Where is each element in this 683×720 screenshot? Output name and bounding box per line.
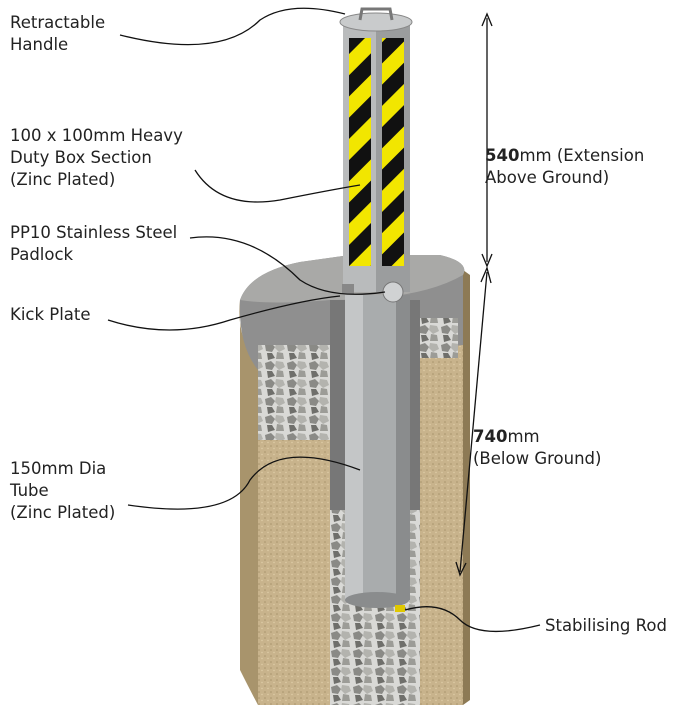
- label-line: (Zinc Plated): [10, 503, 116, 522]
- label-stabilising-rod: Stabilising Rod: [545, 615, 667, 637]
- label-box-section: 100 x 100mm Heavy Duty Box Section (Zinc…: [10, 125, 183, 191]
- label-line: Tube: [10, 481, 49, 500]
- label-line: Above Ground): [485, 168, 610, 187]
- post: [339, 7, 413, 612]
- label-line: Handle: [10, 35, 69, 54]
- handle-icon: [358, 7, 394, 21]
- label-line: 740mm: [473, 426, 601, 448]
- dimension-below-ground: 740mm (Below Ground): [473, 426, 601, 470]
- label-kick-plate: Kick Plate: [10, 304, 91, 326]
- label-line: Kick Plate: [10, 305, 91, 324]
- label-line: (Zinc Plated): [10, 170, 116, 189]
- label-line: Duty Box Section: [10, 148, 152, 167]
- stabilising-rod: [395, 605, 405, 612]
- dimension-value: 740: [473, 427, 508, 446]
- label-line: Retractable: [10, 13, 106, 32]
- kick-plate: [342, 284, 354, 294]
- label-line: (Below Ground): [473, 449, 602, 468]
- label-padlock: PP10 Stainless Steel Padlock: [10, 222, 177, 266]
- leader-lines: [107, 7, 541, 633]
- padlock-icon: [382, 281, 404, 303]
- label-retractable-handle: Retractable Handle: [10, 12, 105, 56]
- dimension-value: 540: [485, 146, 520, 165]
- label-line: 540mm (Extension: [485, 145, 644, 167]
- top-cap: [339, 12, 413, 32]
- label-line: PP10 Stainless Steel: [10, 223, 178, 242]
- label-line: Padlock: [10, 245, 74, 264]
- label-line: Stabilising Rod: [545, 616, 667, 635]
- tube: [345, 295, 410, 608]
- dimension-unit: mm (Extension: [519, 146, 645, 165]
- label-line: 100 x 100mm Heavy: [10, 126, 183, 145]
- label-line: 150mm Dia: [10, 459, 107, 478]
- dimension-above-ground: 540mm (Extension Above Ground): [485, 145, 644, 189]
- dimension-unit: mm: [507, 427, 540, 446]
- label-tube: 150mm Dia Tube (Zinc Plated): [10, 458, 115, 524]
- dimension-arrows: [455, 12, 493, 577]
